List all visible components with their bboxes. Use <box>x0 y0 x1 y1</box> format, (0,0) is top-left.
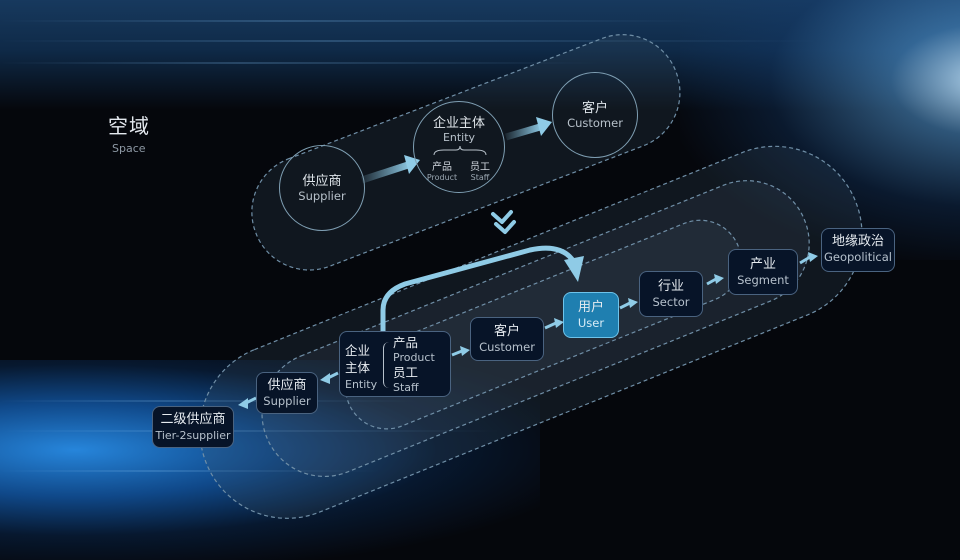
node-label-zh: 产品 <box>432 162 452 173</box>
entity-staff-zh: 员工 <box>393 365 419 380</box>
section-title: 空域 Space <box>108 114 150 155</box>
node-label-en: Entity <box>442 131 476 144</box>
top-supplier-node: 供应商 Supplier <box>279 145 365 231</box>
node-label-en: Customer <box>567 116 623 130</box>
node-label-zh: 员工 <box>470 162 490 173</box>
node-label-en: User <box>577 316 605 330</box>
node-label-zh: 企业主体 <box>432 116 485 131</box>
entity-label: 企业 主体 Entity <box>345 342 377 393</box>
arrow-left-icon <box>238 396 257 409</box>
arrow-right-icon <box>619 298 638 310</box>
arrow-right-icon <box>451 346 470 357</box>
arrow-right-icon <box>505 117 552 141</box>
node-label-zh: 客户 <box>581 101 608 116</box>
user-node: 用户 User <box>563 292 619 338</box>
node-label-zh: 供应商 <box>267 378 307 393</box>
light-streak <box>0 20 700 22</box>
light-streak <box>0 40 820 42</box>
light-streak <box>0 430 500 432</box>
top-customer-node: 客户 Customer <box>552 72 638 158</box>
segment-node: 产业 Segment <box>728 249 798 295</box>
node-label-en: Supplier <box>263 394 311 408</box>
entity-node: 企业 主体 Entity 产品 Product 员工 Staff <box>339 331 451 397</box>
node-label-zh: 客户 <box>493 324 520 339</box>
arrow-left-icon <box>320 371 339 384</box>
node-label-zh: 企业 <box>345 343 371 358</box>
node-label-en: Entity <box>345 378 378 391</box>
double-chevron-down-icon <box>491 210 516 234</box>
node-label-zh: 地缘政治 <box>831 234 884 249</box>
light-streak <box>0 470 380 472</box>
diagram-shapes <box>199 34 863 519</box>
top-entity-staff: 员工 Staff <box>464 158 496 182</box>
entity-staff-en: Staff <box>393 381 419 394</box>
node-label-en: Tier-2supplier <box>155 429 231 442</box>
light-streak <box>0 62 600 64</box>
node-label-en: Staff <box>470 173 490 182</box>
arrow-right-icon <box>706 274 724 286</box>
node-label-en: Supplier <box>298 189 346 203</box>
entity-product-zh: 产品 <box>393 335 419 350</box>
node-label-zh: 用户 <box>577 300 604 315</box>
node-label-zh: 产业 <box>749 257 776 272</box>
top-entity-product: 产品 Product <box>424 158 460 182</box>
curved-arrow-icon <box>380 245 584 335</box>
sector-node: 行业 Sector <box>639 271 703 317</box>
brace-icon <box>433 146 487 156</box>
customer-node: 客户 Customer <box>470 317 544 361</box>
node-label-zh: 供应商 <box>302 174 342 189</box>
node-label-zh: 主体 <box>345 360 371 375</box>
brace-icon <box>383 342 392 388</box>
node-label-en: Product <box>426 173 458 182</box>
node-label-en: Customer <box>479 340 535 354</box>
arrow-right-icon <box>799 252 818 265</box>
entity-product-en: Product <box>393 351 435 364</box>
section-title-zh: 空域 <box>108 114 150 138</box>
background-glow-top-right <box>680 0 960 260</box>
light-streak <box>0 400 420 402</box>
arrow-right-icon <box>544 318 564 330</box>
supplier-node: 供应商 Supplier <box>256 372 318 414</box>
node-label-en: Sector <box>652 295 690 309</box>
section-title-en: Space <box>112 142 146 155</box>
entity-components: 产品 Product 员工 Staff <box>393 335 435 395</box>
node-label-zh: 二级供应商 <box>160 412 226 427</box>
top-entity-node: 企业主体 Entity 产品 Product 员工 Staff <box>413 101 505 193</box>
node-label-en: Segment <box>737 273 789 287</box>
tier2-supplier-node: 二级供应商 Tier-2supplier <box>152 406 234 448</box>
geopolitical-node: 地缘政治 Geopolitical <box>821 228 895 272</box>
node-label-zh: 行业 <box>657 279 684 294</box>
node-label-en: Geopolitical <box>823 250 893 264</box>
